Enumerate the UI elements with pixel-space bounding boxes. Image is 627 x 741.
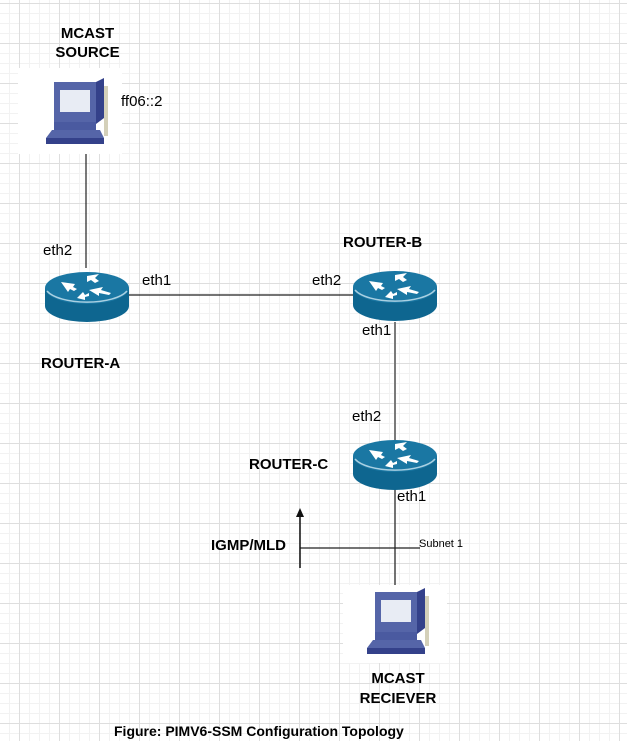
router-icon[interactable]	[351, 436, 439, 494]
router-a-port-eth2: eth2	[43, 242, 73, 259]
source-title-line1: MCAST	[60, 25, 115, 42]
figure-caption: Figure: PIMV6-SSM Configuration Topology	[114, 723, 404, 739]
receiver-title: MCAST RECIEVER	[353, 669, 443, 709]
computer-icon[interactable]	[365, 588, 433, 658]
source-title: MCAST SOURCE	[45, 24, 130, 62]
router-b-port-eth2: eth2	[312, 272, 342, 289]
subnet-label: Subnet 1	[419, 538, 464, 550]
source-address: ff06::2	[121, 93, 163, 110]
igmp-mld-label: IGMP/MLD	[211, 537, 286, 554]
igmp-arrow-head	[296, 508, 304, 517]
computer-icon[interactable]	[44, 78, 112, 148]
router-icon[interactable]	[43, 268, 131, 326]
router-a-port-eth1: eth1	[142, 272, 172, 289]
receiver-title-line1: MCAST	[371, 670, 425, 687]
router-a-title: ROUTER-A	[41, 355, 121, 372]
router-c-title: ROUTER-C	[249, 456, 329, 473]
router-c-port-eth1: eth1	[397, 488, 427, 505]
receiver-title-line2: RECIEVER	[359, 690, 437, 707]
source-title-line2: SOURCE	[55, 44, 120, 61]
router-b-port-eth1: eth1	[362, 322, 392, 339]
router-b-title: ROUTER-B	[343, 234, 423, 251]
router-c-port-eth2: eth2	[352, 408, 382, 425]
router-icon[interactable]	[351, 267, 439, 325]
